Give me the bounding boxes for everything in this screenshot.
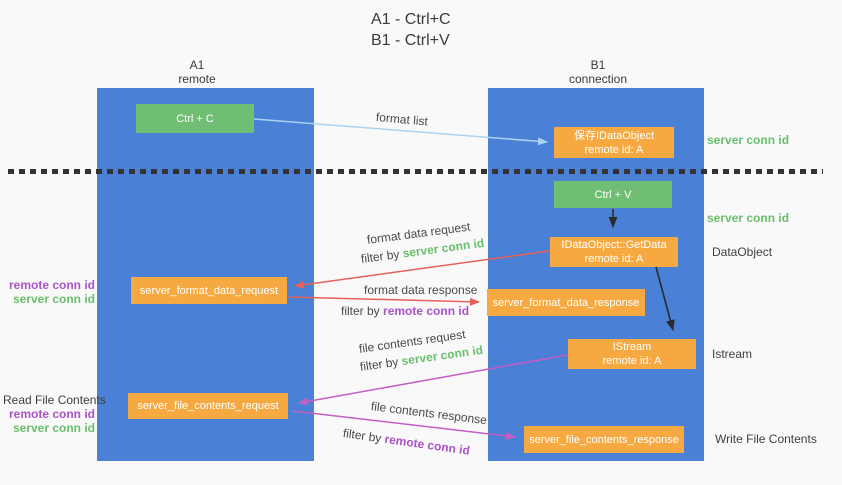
remote-conn-id-annotation: remote conn id [8, 407, 95, 421]
filter-by-text: filter by [359, 354, 400, 374]
right-column-header: B1 connection [538, 58, 658, 86]
istream-line2: remote id: A [602, 355, 662, 367]
save-dataobject-node: 保存IDataObject remote id: A [554, 127, 674, 158]
remote-conn-id-text: remote conn id [383, 431, 471, 458]
server-conn-id-annotation: server conn id [12, 292, 95, 306]
getdata-node: IDataObject::GetData remote id: A [550, 237, 678, 267]
format-request-label: server_format_data_request [139, 284, 279, 297]
server-conn-id-annotation: server conn id [12, 421, 95, 435]
format-response-filter-label: filter by remote conn id [341, 304, 469, 318]
right-column-name: B1 [590, 58, 606, 72]
left-conn-id-stack: remote conn id server conn id [3, 278, 95, 306]
title-line-paste: B1 - Ctrl+V [371, 32, 450, 49]
istream-node: IStream remote id: A [568, 339, 696, 369]
format-response-arrow [288, 296, 480, 306]
file-response-label: server_file_contents_response [529, 433, 679, 446]
format-request-node: server_format_data_request [131, 277, 287, 304]
file-contents-response-label: file contents response [370, 399, 488, 428]
ctrl-v-label: Ctrl + V [594, 188, 632, 201]
save-dataobject-line2: remote id: A [584, 143, 644, 156]
save-dataobject-line1: 保存IDataObject [573, 129, 655, 142]
write-file-contents-label: Write File Contents [715, 432, 817, 446]
format-response-label: server_format_data_response [492, 296, 640, 309]
session-divider-line [8, 169, 823, 174]
ctrl-c-label: Ctrl + C [176, 112, 214, 125]
format-data-response-label: format data response [364, 283, 478, 297]
left-column-header: A1 remote [137, 58, 257, 86]
file-request-label: server_file_contents_request [137, 400, 279, 412]
format-response-node: server_format_data_response [487, 289, 645, 316]
read-file-contents-label: Read File Contents [3, 393, 106, 407]
server-conn-id-annotation-top: server conn id [707, 133, 790, 147]
diagram-title: A1 - Ctrl+C B1 - Ctrl+V [371, 9, 451, 51]
file-response-filter-label: filter by remote conn id [342, 426, 471, 458]
left-column-name: A1 [189, 58, 205, 72]
remote-conn-id-text: remote conn id [383, 304, 470, 318]
dataobject-annotation: DataObject [712, 245, 773, 259]
right-column-role: connection [568, 72, 628, 86]
filter-by-text: filter by [342, 426, 383, 446]
file-response-node: server_file_contents_response [524, 426, 684, 453]
left-bottom-conn-id-stack: remote conn id server conn id [3, 407, 95, 435]
getdata-line2: remote id: A [584, 253, 644, 265]
format-list-label: format list [375, 110, 429, 129]
server-conn-id-annotation-mid: server conn id [707, 211, 790, 225]
remote-conn-id-annotation: remote conn id [8, 278, 95, 292]
filter-by-text: filter by [341, 304, 380, 318]
ctrl-v-node: Ctrl + V [554, 181, 672, 208]
istream-line1: IStream [612, 341, 652, 353]
title-line-copy: A1 - Ctrl+C [371, 11, 451, 28]
filter-by-text: filter by [360, 247, 401, 266]
ctrl-c-node: Ctrl + C [136, 104, 254, 133]
istream-annotation: Istream [712, 347, 753, 361]
file-request-node: server_file_contents_request [128, 393, 288, 419]
getdata-line1: IDataObject::GetData [561, 239, 667, 251]
left-column-role: remote [178, 72, 216, 86]
